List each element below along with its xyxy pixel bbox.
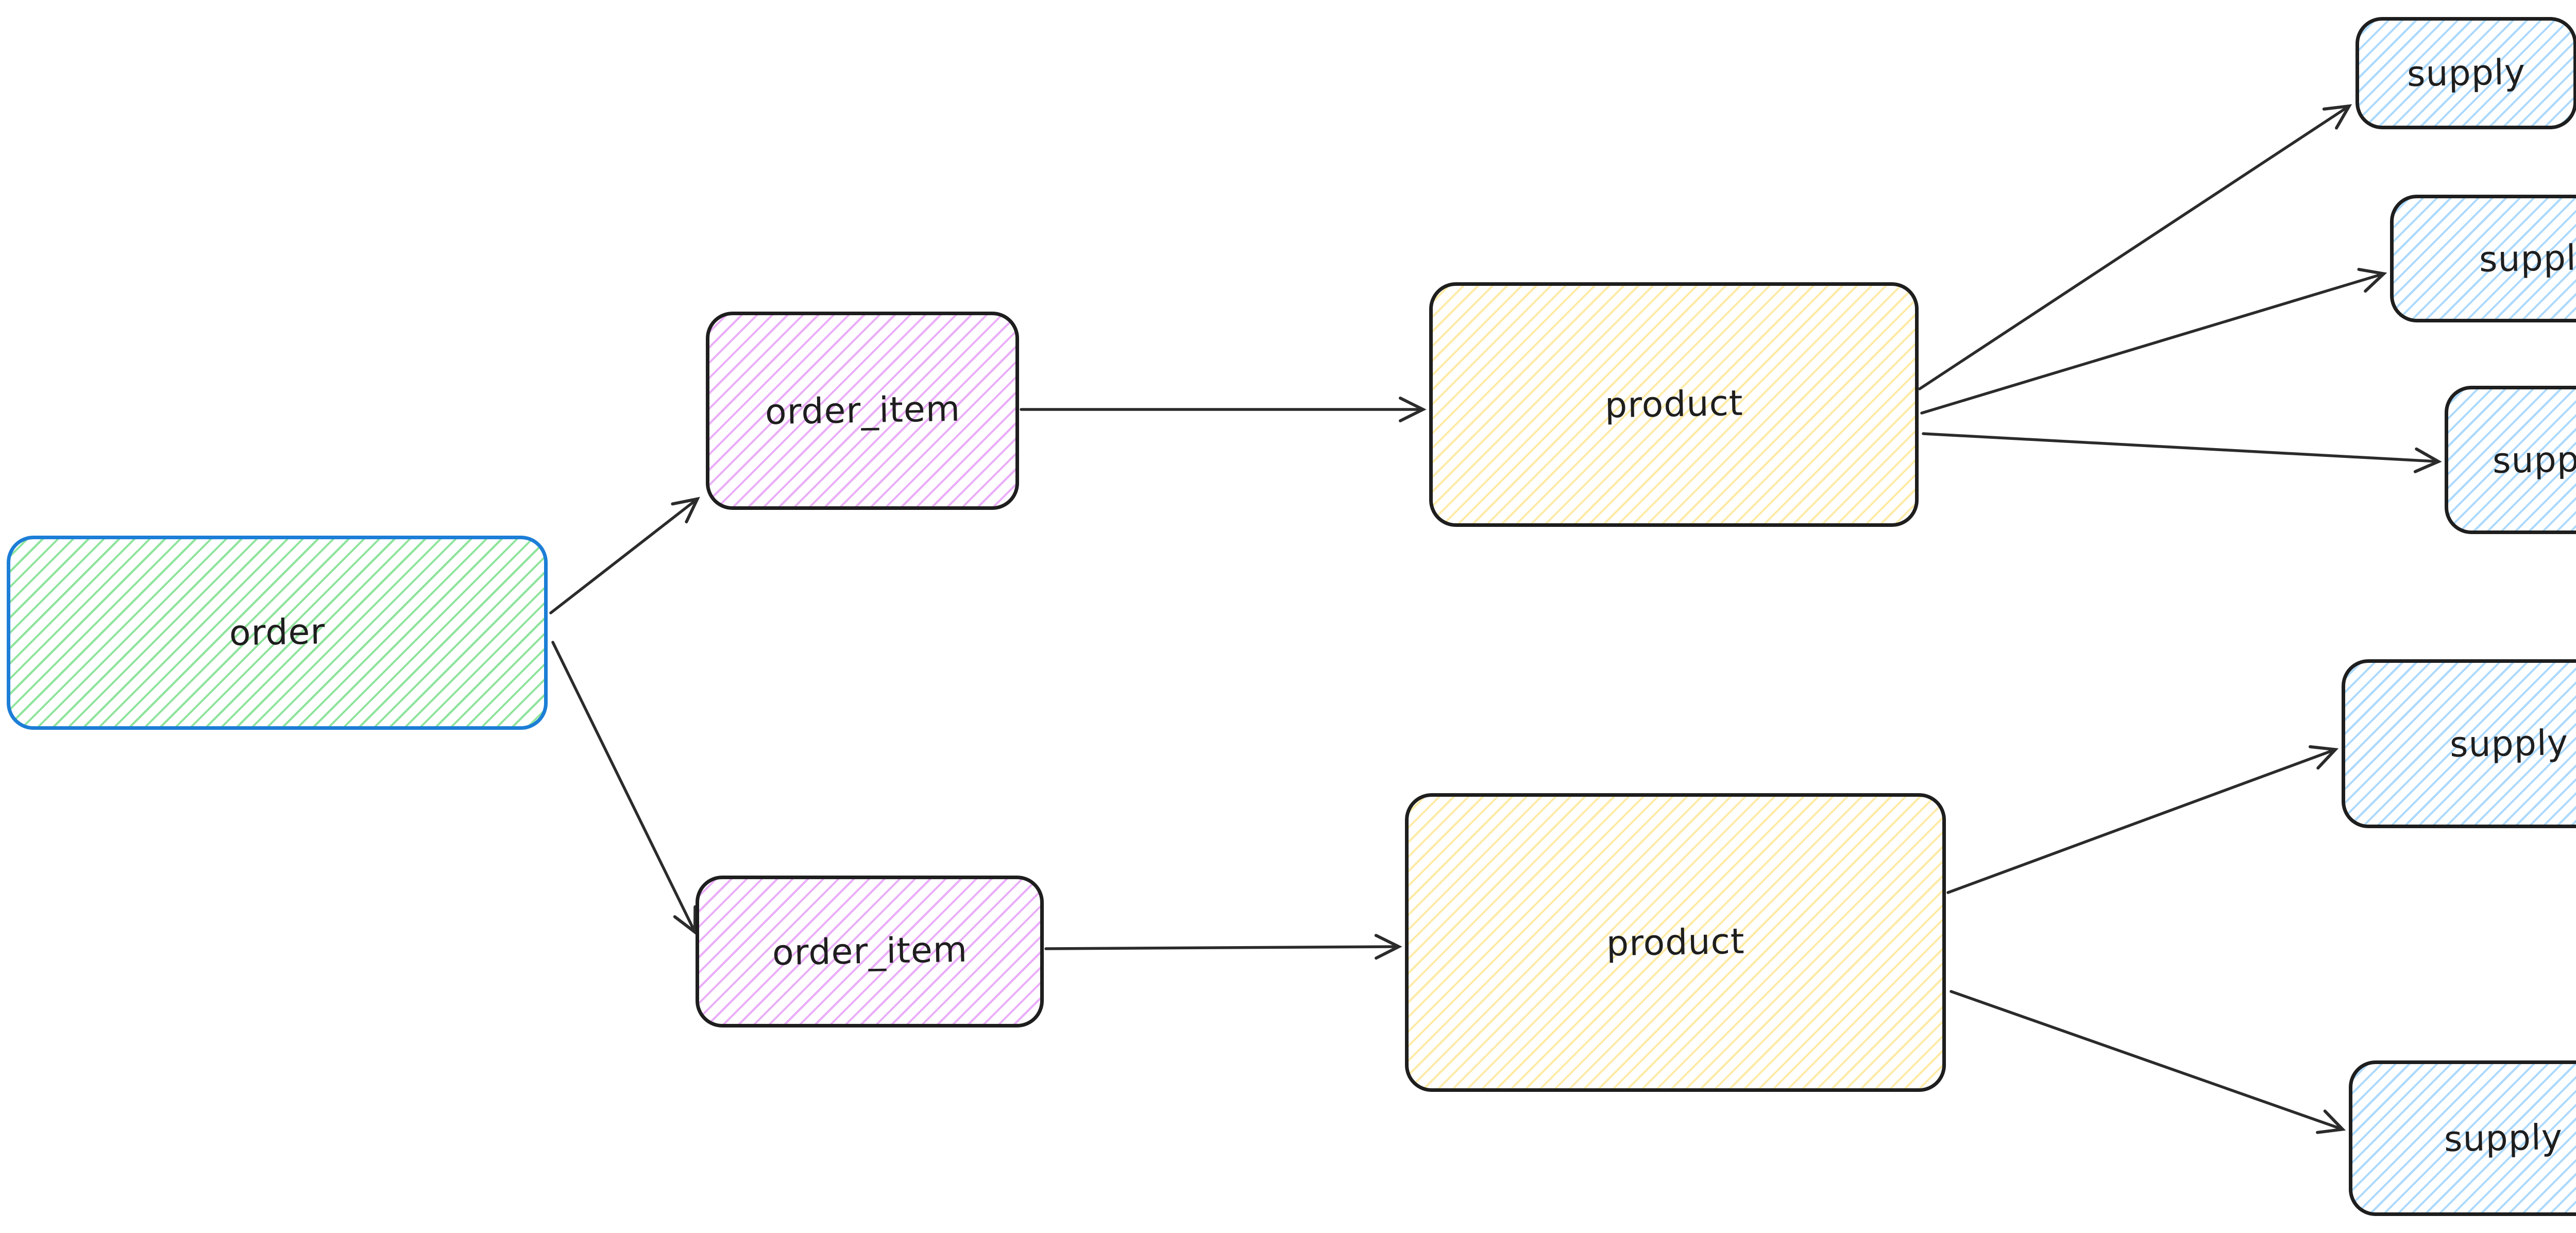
arrow-product-1-to-supply-1[interactable] — [1918, 104, 2352, 390]
node-supply-5-label: supply — [2444, 1117, 2563, 1160]
arrow-product-1-to-supply-2[interactable] — [1920, 268, 2387, 415]
node-order-item-2-label: order_item — [771, 929, 968, 974]
node-product-1[interactable]: product — [1429, 282, 1919, 527]
node-order-label: order — [229, 611, 326, 654]
node-product-2[interactable]: product — [1405, 793, 1946, 1092]
node-supply-2-label: supply — [2478, 237, 2576, 280]
node-supply-5[interactable]: supply — [2349, 1060, 2576, 1216]
node-supply-4-label: supply — [2449, 722, 2569, 765]
node-order-item-1[interactable]: order_item — [706, 312, 1019, 510]
arrow-product-2-to-supply-4[interactable] — [1946, 745, 2339, 894]
arrow-product-2-to-supply-5[interactable] — [1950, 990, 2346, 1134]
arrow-order-to-order-item-1[interactable] — [549, 496, 700, 614]
node-product-2-label: product — [1606, 921, 1745, 964]
arrow-order-to-order-item-2[interactable] — [551, 641, 697, 935]
node-supply-1-label: supply — [2406, 52, 2526, 95]
node-supply-2[interactable]: supply — [2390, 195, 2576, 322]
arrow-product-1-to-supply-3[interactable] — [1922, 432, 2442, 473]
node-supply-3-label: supply — [2492, 438, 2576, 482]
node-product-1-label: product — [1604, 383, 1743, 426]
node-order-item-2[interactable]: order_item — [696, 876, 1044, 1028]
arrow-order-item-2-to-product-2[interactable] — [1044, 934, 1402, 960]
node-order[interactable]: order — [7, 536, 548, 730]
node-supply-3[interactable]: supply — [2445, 386, 2576, 534]
node-order-item-1-label: order_item — [764, 388, 961, 433]
node-supply-1[interactable]: supply — [2355, 17, 2576, 129]
node-supply-4[interactable]: supply — [2342, 659, 2576, 828]
